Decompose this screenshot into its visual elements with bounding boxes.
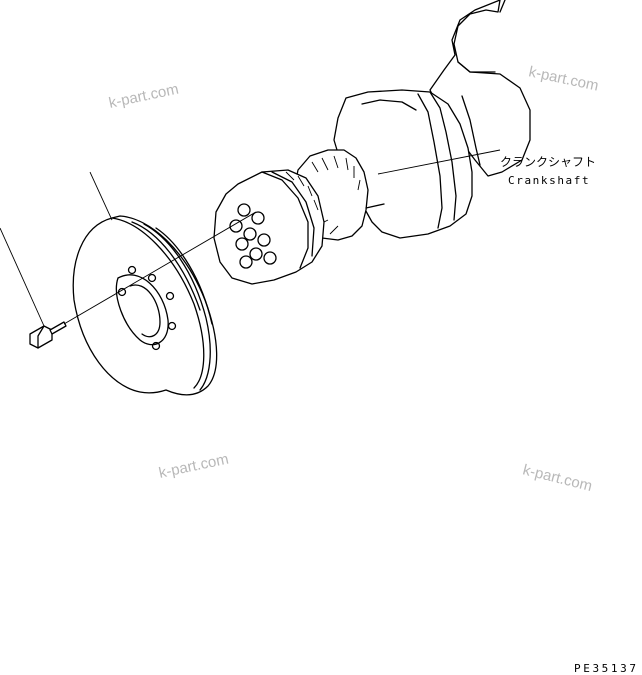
figure-code: PE35137: [574, 662, 639, 675]
crankshaft-label-en: Crankshaft: [508, 174, 590, 187]
leader-lines: [0, 149, 501, 327]
damper-hub: [213, 169, 325, 285]
watermark-2: k-part.com: [527, 63, 600, 94]
watermark-1: k-part.com: [107, 81, 180, 112]
crankshaft-pulley: [72, 215, 218, 396]
watermark-4: k-part.com: [521, 461, 594, 495]
watermark-3: k-part.com: [157, 451, 230, 482]
crankshaft-label-jp: クランクシャフト: [500, 155, 596, 169]
mounting-bolt: [29, 321, 67, 349]
hub-bolt-holes: [229, 203, 277, 269]
crankshaft: [293, 0, 531, 241]
pulley-bolt-holes: [117, 265, 177, 351]
